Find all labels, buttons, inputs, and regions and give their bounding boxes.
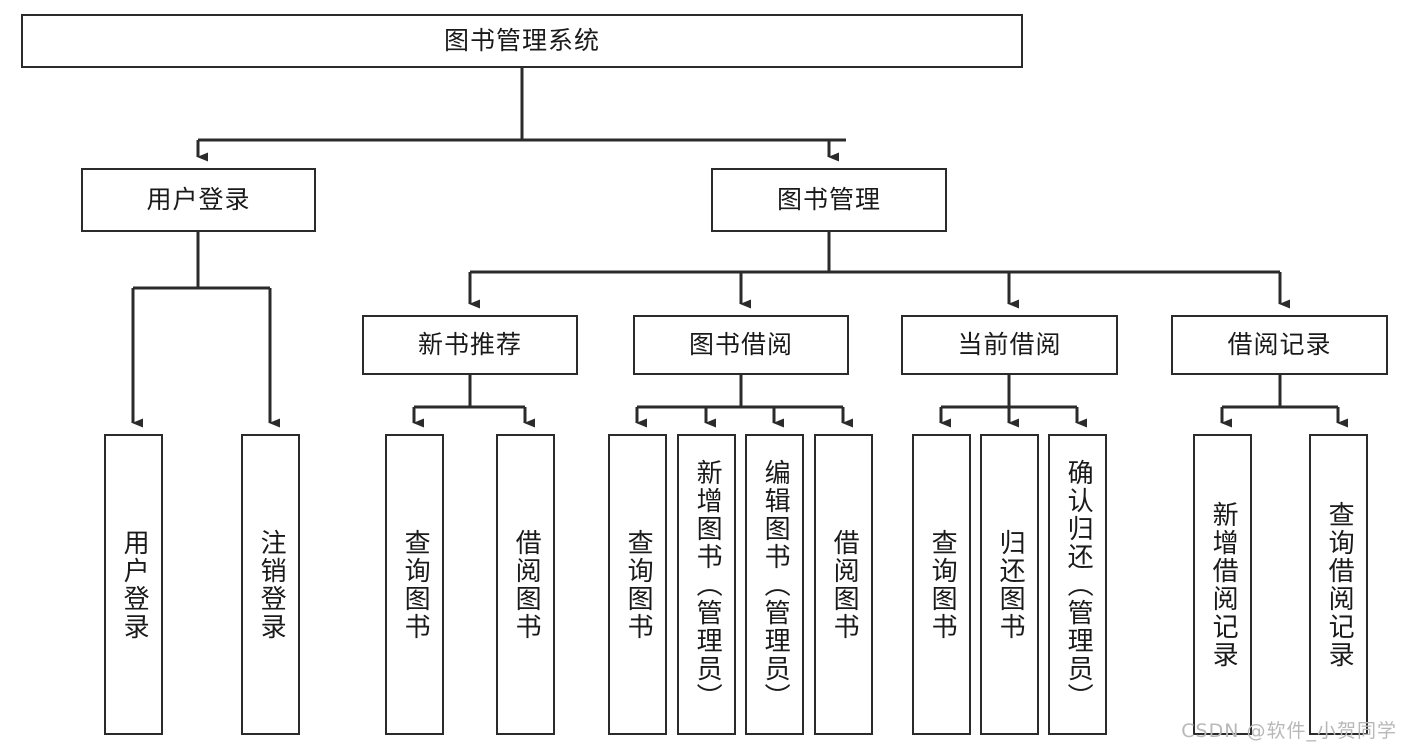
node-leaf-confirm-return-label: 确认归还（管理员） (1063, 458, 1094, 711)
node-borrow-record[interactable]: 借阅记录 (1171, 315, 1388, 375)
node-leaf-query-record-label: 查询借阅记录 (1324, 500, 1355, 669)
node-leaf-borrow-book-1[interactable]: 借阅图书 (496, 434, 555, 735)
node-leaf-query-book-1[interactable]: 查询图书 (385, 434, 444, 735)
node-leaf-user-login-label: 用户登录 (119, 528, 150, 641)
node-book-manage-label: 图书管理 (776, 185, 881, 215)
node-book-manage[interactable]: 图书管理 (711, 168, 947, 232)
node-leaf-user-logout-label: 注销登录 (256, 528, 287, 641)
node-leaf-borrow-book-2[interactable]: 借阅图书 (814, 434, 873, 735)
watermark-text: CSDN @软件_小贺同学 (1181, 720, 1397, 742)
node-leaf-user-logout[interactable]: 注销登录 (241, 434, 300, 735)
node-leaf-add-book[interactable]: 新增图书（管理员） (677, 434, 736, 735)
node-leaf-confirm-return[interactable]: 确认归还（管理员） (1048, 434, 1107, 735)
node-leaf-user-login[interactable]: 用户登录 (104, 434, 163, 735)
node-leaf-add-book-label: 新增图书（管理员） (692, 458, 723, 711)
node-leaf-add-record[interactable]: 新增借阅记录 (1193, 434, 1252, 735)
node-current-borrow-label: 当前借阅 (957, 330, 1062, 360)
node-root[interactable]: 图书管理系统 (21, 14, 1023, 68)
node-book-borrow[interactable]: 图书借阅 (633, 315, 849, 375)
node-leaf-borrow-book-2-label: 借阅图书 (829, 528, 860, 641)
node-leaf-query-record[interactable]: 查询借阅记录 (1309, 434, 1368, 735)
node-leaf-query-book-3[interactable]: 查询图书 (912, 434, 971, 735)
node-leaf-return-book[interactable]: 归还图书 (980, 434, 1039, 735)
node-leaf-edit-book[interactable]: 编辑图书（管理员） (745, 434, 804, 735)
node-book-borrow-label: 图书借阅 (688, 330, 793, 360)
node-new-book-rec-label: 新书推荐 (417, 330, 522, 360)
node-user-login[interactable]: 用户登录 (81, 168, 316, 232)
node-leaf-return-book-label: 归还图书 (995, 528, 1026, 641)
node-leaf-edit-book-label: 编辑图书（管理员） (760, 458, 791, 711)
node-leaf-query-book-3-label: 查询图书 (927, 528, 958, 641)
node-leaf-add-record-label: 新增借阅记录 (1208, 500, 1239, 669)
node-current-borrow[interactable]: 当前借阅 (901, 315, 1118, 375)
node-leaf-borrow-book-1-label: 借阅图书 (511, 528, 542, 641)
node-borrow-record-label: 借阅记录 (1227, 330, 1332, 360)
node-user-login-label: 用户登录 (146, 185, 251, 215)
node-new-book-rec[interactable]: 新书推荐 (362, 315, 578, 375)
node-leaf-query-book-1-label: 查询图书 (400, 528, 431, 641)
node-leaf-query-book-2[interactable]: 查询图书 (608, 434, 667, 735)
node-root-label: 图书管理系统 (443, 26, 600, 56)
node-leaf-query-book-2-label: 查询图书 (623, 528, 654, 641)
